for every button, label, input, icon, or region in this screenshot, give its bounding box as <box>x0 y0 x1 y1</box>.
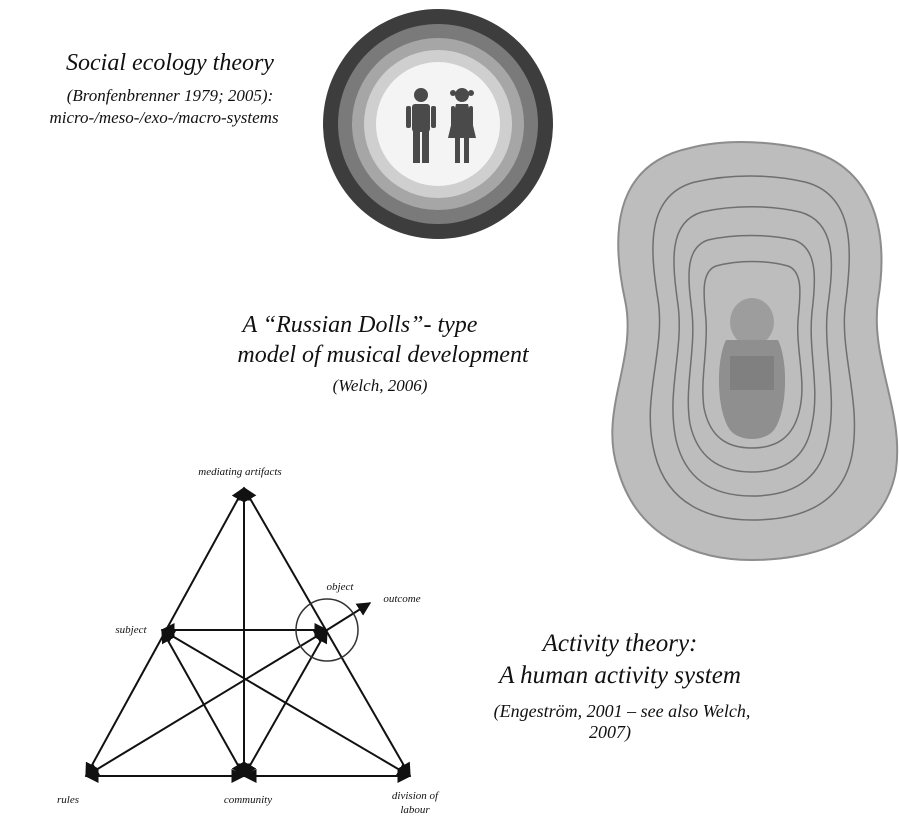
russian-doll-icon <box>612 142 897 560</box>
edge-subject-division <box>162 630 410 776</box>
center-circle <box>376 62 500 186</box>
social-ecology-circles <box>323 9 553 239</box>
edge-object-rules <box>86 630 327 776</box>
activity-system-diagram <box>86 488 410 776</box>
edge-subject-community <box>162 630 244 776</box>
